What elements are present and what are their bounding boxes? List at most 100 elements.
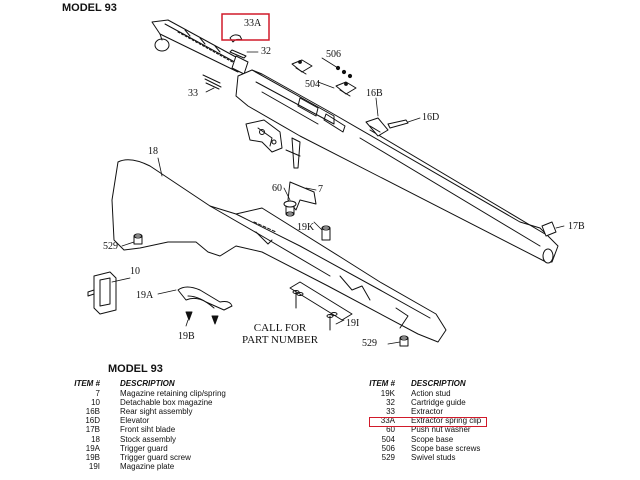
item-description: Scope base screws bbox=[411, 443, 481, 453]
table-title: MODEL 93 bbox=[108, 363, 163, 375]
header-item: ITEM # bbox=[74, 379, 100, 388]
front-sight-part bbox=[541, 221, 557, 237]
table-header-row-right: ITEM # DESCRIPTION bbox=[365, 379, 595, 388]
item-description: Detachable box magazine bbox=[120, 398, 213, 408]
item-number: 19I bbox=[88, 461, 100, 471]
trigger-guard-part bbox=[177, 286, 233, 311]
table-header-row: ITEM # DESCRIPTION bbox=[70, 379, 300, 388]
magazine-plate-screws bbox=[292, 290, 334, 331]
item-description: Rear sight assembly bbox=[120, 407, 193, 417]
item-number: 33 bbox=[386, 407, 395, 417]
item-description: Elevator bbox=[120, 416, 150, 426]
callout-33: 33 bbox=[188, 88, 198, 99]
item-description: Trigger guard bbox=[120, 443, 168, 453]
item-number: 32 bbox=[386, 398, 395, 408]
extractor-part bbox=[202, 74, 222, 90]
item-number: 16B bbox=[85, 407, 100, 417]
callout-19A: 19A bbox=[136, 290, 154, 301]
table-row: 19A Trigger guard bbox=[70, 444, 300, 453]
table-row: 16D Elevator bbox=[70, 416, 300, 425]
item-description: Stock assembly bbox=[120, 434, 177, 444]
callout-18: 18 bbox=[148, 146, 158, 157]
parts-table-right: ITEM # DESCRIPTION 19K Action stud 32 Cartr… bbox=[365, 379, 595, 479]
header-item-right: ITEM # bbox=[369, 379, 395, 388]
swivel-stud-part bbox=[133, 233, 143, 245]
call-for-line-2: PART NUMBER bbox=[241, 334, 319, 346]
item-description: Front siht blade bbox=[120, 425, 176, 435]
magazine-part bbox=[87, 271, 117, 315]
exploded-view-drawing bbox=[87, 13, 565, 347]
item-number: 16D bbox=[85, 416, 100, 426]
header-description-right: DESCRIPTION bbox=[411, 379, 466, 388]
table-row: 19B Trigger guard screw bbox=[70, 453, 300, 462]
swivel-stud-part-2 bbox=[399, 335, 409, 347]
item-description: Scope base bbox=[411, 434, 454, 444]
item-number: 17B bbox=[85, 425, 100, 435]
receiver-and-barrel bbox=[235, 69, 559, 264]
table-row: 506 Scope base screws bbox=[365, 444, 595, 453]
callout-16D: 16D bbox=[422, 112, 440, 123]
callout-32: 32 bbox=[261, 46, 271, 57]
trigger-assembly bbox=[245, 119, 301, 169]
item-number: 7 bbox=[95, 389, 100, 398]
item-number: 60 bbox=[386, 425, 395, 435]
item-number: 506 bbox=[381, 443, 395, 453]
item-number: 10 bbox=[91, 398, 100, 408]
table-row: 10 Detachable box magazine bbox=[70, 398, 300, 407]
callout-33A-highlight bbox=[221, 13, 270, 41]
elevator-part bbox=[387, 119, 409, 129]
push-nut-washer-part bbox=[283, 200, 297, 217]
header-description: DESCRIPTION bbox=[120, 379, 175, 388]
call-for-line-1: CALL FOR bbox=[253, 322, 307, 334]
callout-7: 7 bbox=[318, 184, 323, 195]
diagram-title: MODEL 93 bbox=[62, 2, 117, 14]
callout-529-right: 529 bbox=[362, 338, 377, 349]
item-number: 19K bbox=[380, 389, 395, 398]
stock-part bbox=[111, 159, 447, 343]
rear-sight-part bbox=[365, 117, 389, 137]
trigger-guard-screw-part bbox=[185, 311, 219, 325]
cartridge-guide-part bbox=[229, 49, 247, 59]
callout-17B: 17B bbox=[568, 221, 585, 232]
table-row: 19I Magazine plate bbox=[70, 462, 300, 471]
table-row: 19K Action stud bbox=[365, 389, 595, 398]
bolt-assembly bbox=[151, 19, 249, 75]
item-description: Extractor spring clip bbox=[411, 416, 482, 426]
item-number: 504 bbox=[381, 434, 395, 444]
table-row: 7 Magazine retaining clip/spring bbox=[70, 389, 300, 398]
callout-16B: 16B bbox=[366, 88, 383, 99]
callout-529-left: 529 bbox=[103, 241, 118, 252]
table-row: 32 Cartridge guide bbox=[365, 398, 595, 407]
table-row: 504 Scope base bbox=[365, 435, 595, 444]
table-row: 17B Front siht blade bbox=[70, 425, 300, 434]
item-number: 19B bbox=[85, 452, 100, 462]
callout-33A: 33A bbox=[244, 18, 262, 29]
extractor-spring-clip-part bbox=[229, 34, 243, 43]
leader-lines bbox=[111, 51, 565, 345]
item-description: Magazine retaining clip/spring bbox=[120, 389, 226, 398]
action-stud-part bbox=[321, 225, 331, 241]
table-row: 33 Extractor bbox=[365, 407, 595, 416]
callout-10: 10 bbox=[130, 266, 140, 277]
item-description: Extractor bbox=[411, 407, 444, 417]
magazine-plate-part bbox=[289, 281, 353, 321]
call-for-part-number-note: CALL FOR PART NUMBER bbox=[225, 322, 335, 346]
row-33A-highlight bbox=[369, 417, 487, 427]
callout-506: 506 bbox=[326, 49, 341, 60]
callout-60: 60 bbox=[272, 183, 282, 194]
callout-504: 504 bbox=[305, 79, 320, 90]
item-description: Trigger guard screw bbox=[120, 452, 191, 462]
item-description: Cartridge guide bbox=[411, 398, 466, 408]
item-number: 529 bbox=[381, 452, 395, 462]
parts-table-left: ITEM # DESCRIPTION 7 Magazine retaining c… bbox=[70, 379, 300, 479]
callout-19B: 19B bbox=[178, 331, 195, 342]
item-number: 19A bbox=[85, 443, 100, 453]
item-description: Magazine plate bbox=[120, 461, 175, 471]
item-description: Action stud bbox=[411, 389, 451, 398]
callout-19K: 19K bbox=[297, 222, 315, 233]
